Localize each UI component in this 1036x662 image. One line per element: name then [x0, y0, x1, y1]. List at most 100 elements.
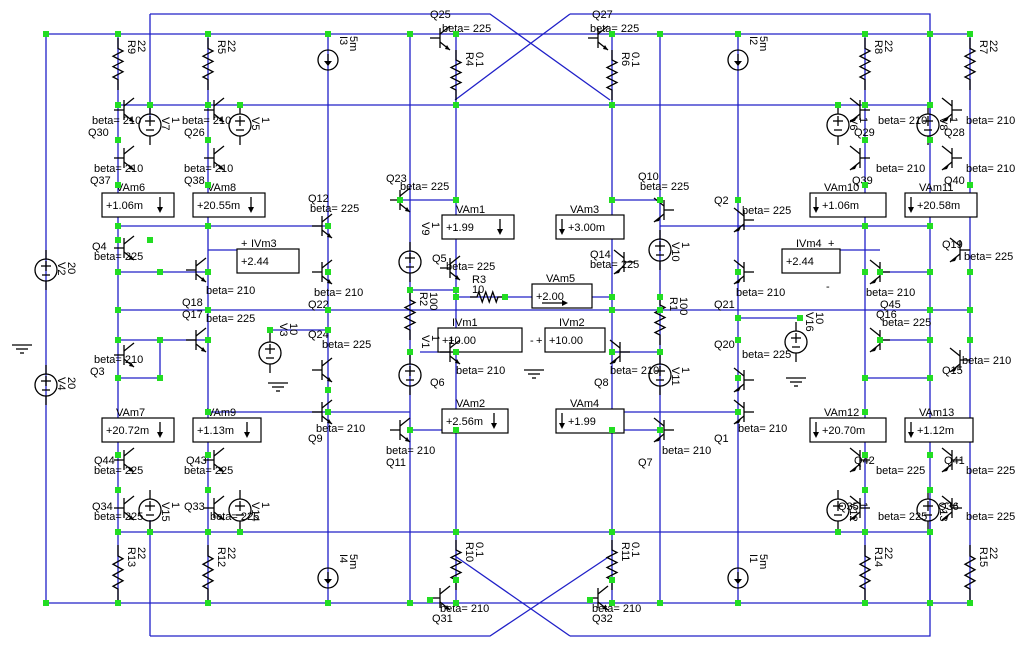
transistor-q12: [312, 213, 333, 239]
junction-node: [967, 31, 973, 37]
ivm4-minus: -: [826, 281, 830, 293]
resistor-value-r5: 22: [225, 40, 237, 52]
voltage-source-v5: [228, 105, 252, 145]
junction-node: [147, 102, 153, 108]
junction-node: [862, 600, 868, 606]
transistor-label-q36: Q36: [938, 501, 959, 513]
meter-label-vam2: VAm2: [456, 398, 485, 410]
transistor-label-q32: Q32: [592, 613, 613, 625]
transistor-label-q35: Q35: [838, 501, 859, 513]
junction-node: [453, 294, 459, 300]
transistor-q5: [440, 255, 461, 281]
current-source-i1: [727, 567, 749, 589]
ground-symbol: [12, 344, 32, 354]
junction-node: [407, 349, 413, 355]
junction-node: [735, 600, 741, 606]
transistor-beta-q5: beta= 225: [446, 261, 495, 273]
meter-value-vam3: +3.00m: [568, 222, 605, 234]
meter-value-ivm2: +10.00: [549, 335, 583, 347]
transistor-q8: [609, 339, 630, 365]
meter-vam6: [101, 192, 175, 218]
transistor-q39: [849, 145, 870, 171]
junction-node: [267, 327, 273, 333]
transistor-q21: [733, 259, 754, 285]
transistor-label-q14: Q14: [590, 249, 611, 261]
voltage-source-label-v13: V13: [937, 502, 949, 522]
transistor-q33: [204, 495, 225, 521]
transistor-beta-q44: beta= 225: [94, 465, 143, 477]
junction-node: [657, 427, 663, 433]
meter-value-vam7: +20.72m: [106, 425, 149, 437]
transistor-beta-q10: beta= 225: [640, 181, 689, 193]
meter-ivm1: [437, 327, 523, 353]
junction-node: [862, 31, 868, 37]
junction-node: [657, 307, 663, 313]
voltage-source-label-v1: V1: [419, 335, 431, 348]
resistor-label-r4: R4: [463, 52, 475, 66]
resistor-value-r15: 22: [987, 547, 999, 559]
meter-label-vam6: VAm6: [116, 182, 145, 194]
transistor-q34: [114, 495, 135, 521]
meter-label-vam9: VAm9: [207, 407, 236, 419]
junction-node: [735, 337, 741, 343]
junction-node: [157, 337, 163, 343]
voltage-source-v13: [916, 490, 940, 530]
voltage-source-label-v11: V11: [669, 367, 681, 386]
transistor-q27: [588, 25, 609, 51]
junction-node: [609, 294, 615, 300]
junction-node: [397, 197, 403, 203]
transistor-q16: [869, 327, 890, 353]
transistor-label-q45: Q45: [880, 299, 901, 311]
current-source-value-i1: 5m: [757, 554, 769, 569]
transistor-beta-q15: beta= 210: [962, 355, 1011, 367]
transistor-label-q9: Q9: [308, 433, 323, 445]
transistor-label-q16: Q16: [876, 309, 897, 321]
junction-node: [967, 269, 973, 275]
voltage-source-label-v4: V4: [55, 377, 67, 390]
meter-value-vam5: +2.00: [536, 291, 564, 303]
junction-node: [453, 577, 459, 583]
transistor-q43: [204, 447, 225, 473]
junction-node: [407, 31, 413, 37]
transistor-beta-q27: beta= 225: [590, 23, 639, 35]
junction-node: [927, 487, 933, 493]
voltage-source-value-v12: 1: [857, 502, 869, 508]
junction-node: [115, 307, 121, 313]
voltage-source-v6: [826, 105, 850, 145]
transistor-beta-q2: beta= 225: [742, 205, 791, 217]
junction-node: [835, 102, 841, 108]
junction-node: [43, 600, 49, 606]
junction-node: [325, 269, 331, 275]
junction-node: [927, 375, 933, 381]
transistor-beta-q4: beta= 225: [94, 251, 143, 263]
ivm4-plus: +: [828, 238, 834, 250]
junction-node: [453, 529, 459, 535]
transistor-beta-q35: beta= 225: [878, 511, 927, 523]
meter-vam5: [531, 283, 593, 309]
junction-node: [407, 287, 413, 293]
resistor-r5: [201, 38, 215, 90]
voltage-source-label-v9: V9: [419, 222, 431, 235]
junction-node: [927, 529, 933, 535]
junction-node: [407, 600, 413, 606]
resistor-label-r2: R2: [417, 292, 429, 306]
junction-node: [325, 327, 331, 333]
resistor-r6: [605, 50, 619, 100]
junction-node: [325, 409, 331, 415]
transistor-label-q21: Q21: [714, 299, 735, 311]
junction-node: [205, 487, 211, 493]
transistor-label-q28: Q28: [944, 127, 965, 139]
transistor-q19: [949, 237, 970, 263]
voltage-source-value-v7: 1: [169, 117, 181, 123]
junction-node: [205, 137, 211, 143]
junction-node: [609, 102, 615, 108]
resistor-value-r6: 0.1: [629, 52, 641, 67]
meter-label-vam13: VAm13: [919, 407, 954, 419]
meter-vam11: [904, 192, 978, 218]
junction-node: [609, 577, 615, 583]
transistor-beta-q17: beta= 225: [206, 313, 255, 325]
voltage-source-label-v3: V3: [277, 323, 289, 336]
junction-node: [862, 102, 868, 108]
meter-ivm4: [781, 248, 841, 274]
voltage-source-label-v8: V8: [937, 117, 949, 130]
